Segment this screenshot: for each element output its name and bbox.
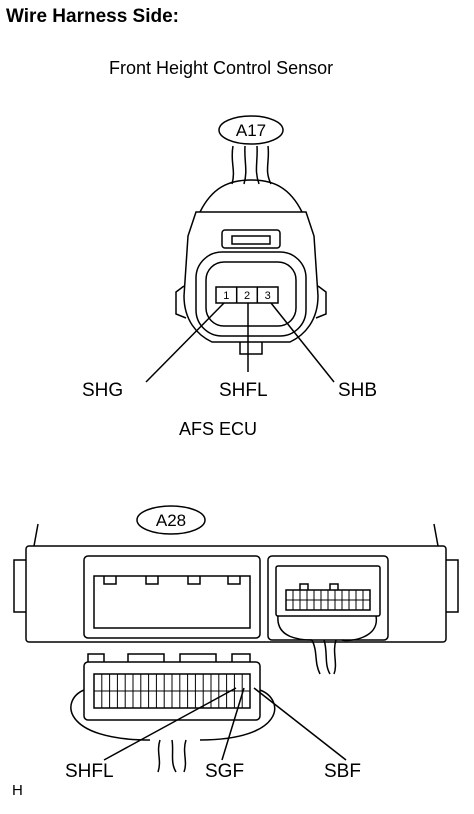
a28-connector: [13, 505, 459, 773]
a28-tag-label: A28: [156, 511, 186, 530]
terminal-sbf: SBF: [324, 761, 361, 782]
a28-caption: AFS ECU: [179, 419, 258, 439]
a17-tag-bubble: [218, 115, 284, 145]
terminal-shg: SHG: [82, 380, 124, 401]
page-title: Wire Harness Side:: [6, 6, 180, 27]
shb-leader: [270, 302, 335, 383]
a17-pin-1: 1: [223, 290, 229, 302]
a17-pin-3: 3: [265, 290, 271, 302]
terminal-sgf: SGF: [205, 761, 245, 782]
a17-tag-label: A17: [236, 121, 266, 140]
shg-leader: [145, 302, 225, 383]
sbf-leader: [253, 687, 347, 761]
a28-tag-bubble: [136, 505, 206, 535]
shfl-leader-a28: [103, 687, 237, 761]
a28-right-socket-cells: [286, 590, 370, 610]
a17-pin-2: 2: [244, 290, 250, 302]
a17-caption: Front Height Control Sensor: [109, 58, 334, 78]
terminal-shfl-a17: SHFL: [219, 380, 268, 401]
footer-code: H: [12, 782, 23, 799]
terminal-shfl-a28: SHFL: [65, 761, 114, 782]
terminal-shb: SHB: [338, 380, 378, 401]
sgf-leader: [221, 687, 245, 761]
a17-connector: [145, 115, 335, 383]
a28-lower-connector-cells: [94, 674, 250, 708]
